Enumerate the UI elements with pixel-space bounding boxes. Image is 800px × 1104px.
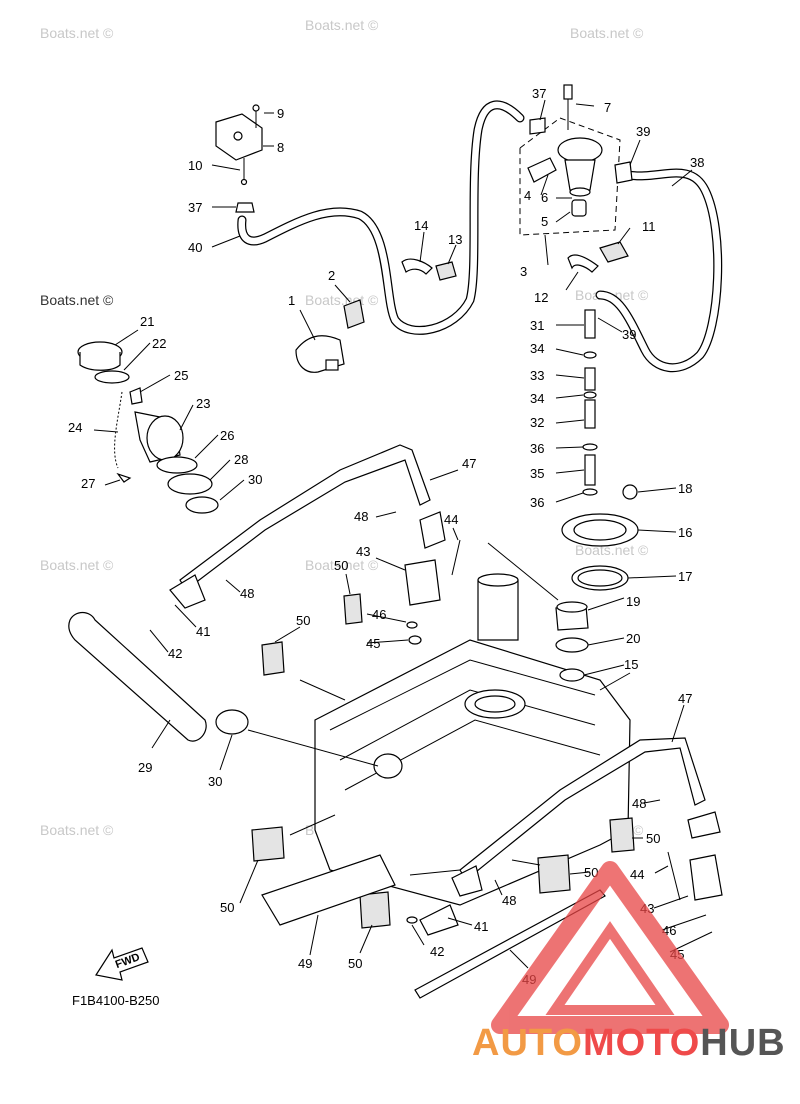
callout-4: 4 [524, 188, 531, 203]
callout-37: 37 [188, 200, 202, 215]
callout-45: 45 [366, 636, 380, 651]
callout-12: 12 [534, 290, 548, 305]
callout-26: 26 [220, 428, 234, 443]
callout-34: 34 [530, 341, 544, 356]
watermark: Boats.net © [40, 292, 114, 308]
callout-19: 19 [626, 594, 640, 609]
callout-32: 32 [530, 415, 544, 430]
fwd-arrow: FWD [95, 947, 149, 981]
callout-36: 36 [530, 495, 544, 510]
callout-11: 11 [642, 219, 656, 234]
callout-44: 44 [444, 512, 458, 527]
leader-lines [93, 99, 713, 969]
callout-18: 18 [678, 481, 692, 496]
callout-39: 39 [636, 124, 650, 139]
callout-25: 25 [174, 368, 188, 383]
watermark: Boats.net © [40, 822, 114, 838]
callout-16: 16 [678, 525, 692, 540]
callout-5: 5 [541, 214, 548, 229]
watermark: Boats.net © [40, 25, 114, 41]
callout-40: 40 [188, 240, 202, 255]
sender-parts [477, 309, 639, 682]
callout-9: 9 [277, 106, 284, 121]
callout-48: 48 [240, 586, 254, 601]
callout-48: 48 [354, 509, 368, 524]
callout-17: 17 [678, 569, 692, 584]
callout-8: 8 [277, 140, 284, 155]
callout-47: 47 [462, 456, 476, 471]
callout-46: 46 [372, 607, 386, 622]
callout-15: 15 [624, 657, 638, 672]
callout-27: 27 [81, 476, 95, 491]
callout-20: 20 [626, 631, 640, 646]
callout-50: 50 [646, 831, 660, 846]
brand-part-auto: AUTO [472, 1022, 583, 1064]
callout-30: 30 [208, 774, 222, 789]
callout-3: 3 [520, 264, 527, 279]
vent-hose-40-38 [237, 100, 723, 373]
callout-44: 44 [630, 867, 644, 882]
bracket-43-upper [261, 539, 461, 676]
callout-39: 39 [622, 327, 636, 342]
tank-strap-47 [169, 444, 446, 609]
watermark: Boats.net © [305, 557, 379, 573]
tank-strap-47-lower [451, 737, 723, 901]
callout-33: 33 [530, 368, 544, 383]
callout-10: 10 [188, 158, 202, 173]
callout-49: 49 [298, 956, 312, 971]
callout-28: 28 [234, 452, 248, 467]
drawing-code: F1B4100-B250 [72, 993, 159, 1008]
callout-13: 13 [448, 232, 462, 247]
callout-34: 34 [530, 391, 544, 406]
callout-14: 14 [414, 218, 428, 233]
callout-50: 50 [334, 558, 348, 573]
callout-6: 6 [541, 190, 548, 205]
callout-labels: 1 2 3 4 5 6 7 8 9 10 11 12 13 14 15 16 1… [68, 86, 704, 987]
filler-cap-assembly [77, 341, 219, 514]
callout-29: 29 [138, 760, 152, 775]
brand-wordmark: AUTOMOTOHUB [472, 1022, 786, 1065]
callout-22: 22 [152, 336, 166, 351]
callout-50: 50 [220, 900, 234, 915]
bracket-8 [215, 104, 263, 213]
callout-48: 48 [502, 893, 516, 908]
callout-50: 50 [296, 613, 310, 628]
watermark: Boats.net © [305, 292, 379, 308]
callout-48: 48 [632, 796, 646, 811]
watermark: Boats.net © [570, 25, 644, 41]
brand-part-hub: HUB [700, 1022, 786, 1064]
filler-hose-29 [68, 611, 249, 742]
callout-41: 41 [196, 624, 210, 639]
callout-7: 7 [604, 100, 611, 115]
callout-35: 35 [530, 466, 544, 481]
callout-31: 31 [530, 318, 544, 333]
callout-23: 23 [196, 396, 210, 411]
watermark: Boats.net © [40, 557, 114, 573]
pads-and-strips [251, 817, 635, 999]
callout-42: 42 [430, 944, 444, 959]
watermark: Boats.net © [305, 17, 379, 33]
callout-42: 42 [168, 646, 182, 661]
callout-36: 36 [530, 441, 544, 456]
callout-50: 50 [348, 956, 362, 971]
small-parts-top [295, 241, 629, 373]
callout-2: 2 [328, 268, 335, 283]
fuel-filter-3 [519, 84, 633, 236]
callout-1: 1 [288, 293, 295, 308]
brand-part-moto: MOTO [582, 1022, 701, 1064]
callout-24: 24 [68, 420, 82, 435]
callout-47: 47 [678, 691, 692, 706]
callout-21: 21 [140, 314, 154, 329]
callout-43: 43 [356, 544, 370, 559]
automotohub-logo-icon [491, 861, 729, 1034]
callout-37: 37 [532, 86, 546, 101]
callout-38: 38 [690, 155, 704, 170]
callout-41: 41 [474, 919, 488, 934]
callout-30: 30 [248, 472, 262, 487]
